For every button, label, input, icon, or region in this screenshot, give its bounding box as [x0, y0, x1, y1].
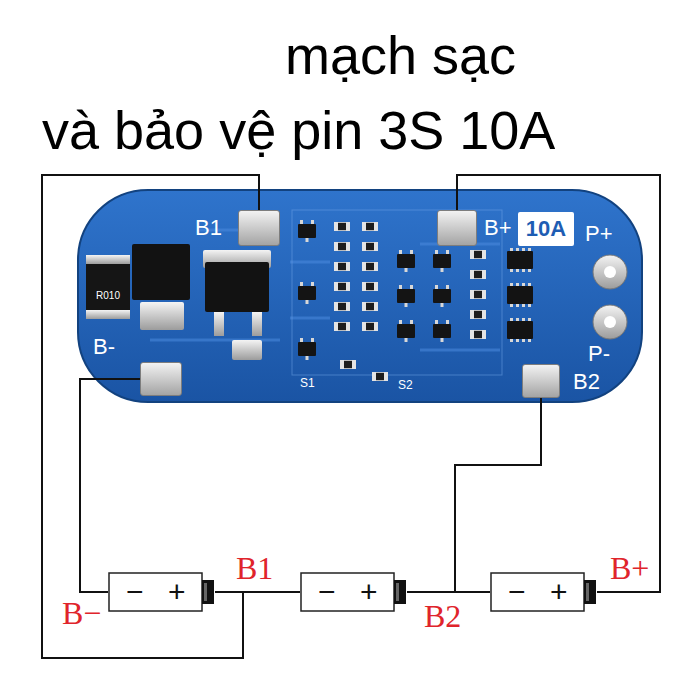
wire [407, 398, 541, 592]
terminal-sign: + [550, 574, 568, 610]
wire [407, 591, 490, 593]
terminal-sign: − [508, 574, 526, 610]
pad-label: P- [588, 342, 610, 366]
resistor-marking: R010 [86, 290, 130, 302]
bms-board: R010 10A P+ S1 S2 P- B1 B+ B- B2 [78, 190, 642, 402]
battery-cell: −+ [490, 572, 597, 612]
battery-body [490, 572, 597, 612]
terminal-label: B2 [424, 600, 461, 632]
battery-pad: B2 [522, 364, 560, 398]
terminal-sign: − [126, 574, 144, 610]
sot-chips [298, 220, 451, 360]
battery-cell: −+ [108, 572, 215, 612]
pad-label: P+ [585, 222, 613, 246]
terminal-sign: − [318, 574, 336, 610]
current-rating: 10A [518, 212, 574, 246]
wire [457, 175, 660, 592]
title: mạch sạc và bảo vệ pin 3S 10A [42, 18, 572, 168]
terminal-label: B+ [610, 552, 649, 584]
pad-label: B+ [484, 216, 512, 240]
battery-body [108, 572, 215, 612]
wire [80, 379, 140, 592]
pad-label: B1 [195, 216, 222, 240]
wire [215, 591, 300, 593]
battery-pad: B1 [238, 210, 280, 246]
ic-chips [507, 248, 533, 342]
silkscreen-label: S1 [300, 376, 315, 390]
silkscreen-label: S2 [398, 378, 413, 392]
mosfet [132, 244, 271, 360]
pcb [78, 190, 642, 402]
terminal-sign: + [168, 574, 186, 610]
pad-label: B2 [573, 370, 600, 394]
terminal-sign: + [360, 574, 378, 610]
pad-label: B- [93, 335, 115, 359]
wire [42, 175, 259, 658]
output-pads [593, 255, 627, 339]
shunt-resistor [86, 255, 130, 319]
battery-body [300, 572, 407, 612]
terminal-label: B− [62, 597, 101, 629]
battery-pad: B- [140, 362, 182, 396]
battery-pad: B+ [437, 210, 477, 246]
terminal-label: B1 [236, 552, 273, 584]
battery-cell: −+ [300, 572, 407, 612]
